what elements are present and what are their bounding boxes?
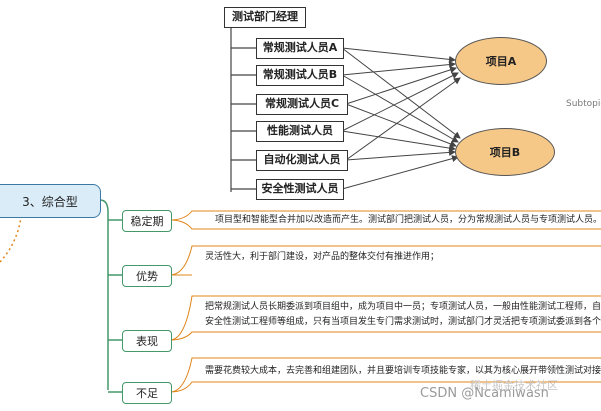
watermark-faint: 稀土掘金技术社区 <box>470 379 558 392</box>
content-line: 安全性测试工程师等组成，只有当项目发生专门需求测试时，测试部门才灵活把专项测试委… <box>205 317 601 327</box>
branch-stable-period[interactable]: 稳定期 <box>122 210 172 232</box>
branch-advantage[interactable]: 优势 <box>122 265 172 287</box>
central-topic-label: 3、综合型 <box>22 194 78 209</box>
branch-label: 不足 <box>136 387 158 400</box>
branch-label: 表现 <box>136 335 158 348</box>
content-line: 需要花费较大成本，去完善和组建团队，并且要培训专项技能专家，以其为核心展开带领性… <box>205 366 601 376</box>
manager-label: 测试部门经理 <box>232 10 298 23</box>
branch-shortcoming[interactable]: 不足 <box>122 382 172 404</box>
branch-content-advantage: 灵活性大，利于部门建设，对产品的整体交付有推进作用； <box>205 250 601 265</box>
branch-label: 稳定期 <box>130 215 164 228</box>
staff-box-automation: 自动化测试人员 <box>256 150 348 171</box>
staff-box-c: 常规测试人员C <box>256 94 348 115</box>
project-b-ellipse: 项目B <box>455 128 555 176</box>
staff-box-security: 安全性测试人员 <box>256 179 344 200</box>
content-line: 把常规测试人员长期委派到项目组中，成为项目中一员；专项测试人员，一般由性能测试工… <box>205 302 601 312</box>
subtopic-label: Subtopic <box>566 99 601 109</box>
project-label: 项目B <box>489 146 521 159</box>
staff-label: 安全性测试人员 <box>261 182 339 195</box>
branch-label: 优势 <box>136 270 158 283</box>
central-topic[interactable]: 3、综合型 <box>0 184 101 218</box>
manager-box: 测试部门经理 <box>224 7 306 28</box>
staff-box-b: 常规测试人员B <box>256 65 344 86</box>
staff-label: 常规测试人员B <box>262 68 338 81</box>
branch-content-performance: 把常规测试人员长期委派到项目组中，成为项目中一员；专项测试人员，一般由性能测试工… <box>205 300 601 330</box>
staff-label: 常规测试人员C <box>264 97 340 110</box>
content-line: 项目型和智能型合并加以改造而产生。测试部门把测试人员，分为常规测试人员与专项测试… <box>215 215 601 225</box>
branch-content-stable-period: 项目型和智能型合并加以改造而产生。测试部门把测试人员，分为常规测试人员与专项测试… <box>215 213 601 228</box>
watermark: CSDN @Ncamiwasn <box>420 386 549 401</box>
content-line: 灵活性大，利于部门建设，对产品的整体交付有推进作用； <box>205 252 440 262</box>
staff-label: 性能测试人员 <box>267 124 333 137</box>
project-a-ellipse: 项目A <box>455 37 547 85</box>
staff-label: 常规测试人员A <box>262 41 338 54</box>
branch-content-shortcoming: 需要花费较大成本，去完善和组建团队，并且要培训专项技能专家，以其为核心展开带领性… <box>205 364 601 379</box>
branch-performance[interactable]: 表现 <box>122 330 172 352</box>
staff-label: 自动化测试人员 <box>263 153 341 166</box>
project-label: 项目A <box>485 55 517 68</box>
staff-box-performance: 性能测试人员 <box>256 121 344 142</box>
staff-box-a: 常规测试人员A <box>256 38 344 59</box>
